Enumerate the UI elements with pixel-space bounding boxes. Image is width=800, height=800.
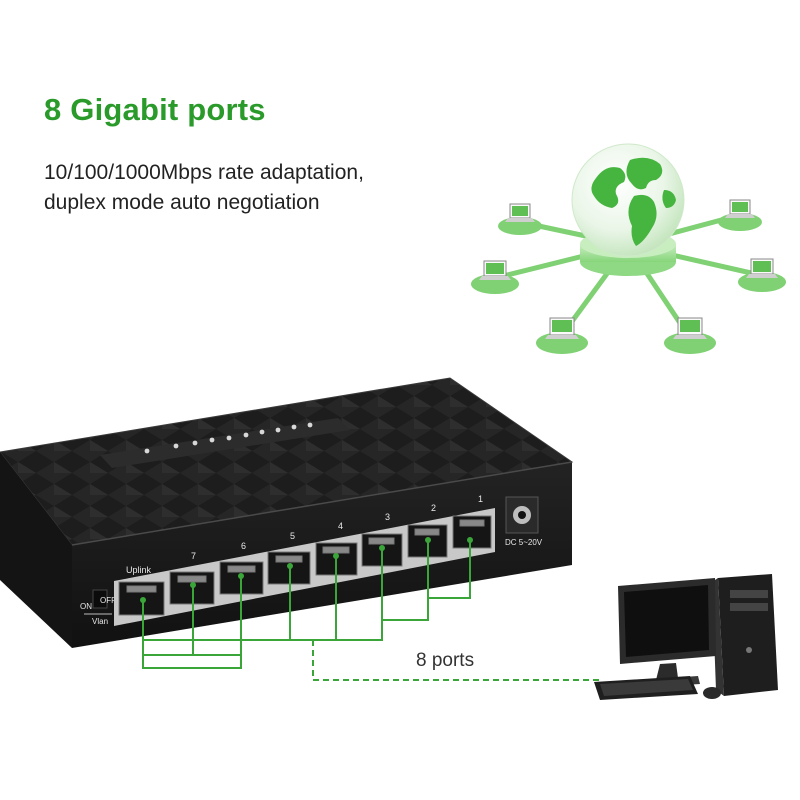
laptop-icon bbox=[471, 260, 519, 294]
laptop-icon bbox=[718, 199, 762, 231]
laptop-icon bbox=[738, 258, 786, 292]
description-line-1: 10/100/1000Mbps rate adaptation, bbox=[44, 161, 364, 184]
vlan-label: Vlan bbox=[92, 617, 108, 626]
port-label-1: 1 bbox=[478, 494, 483, 504]
dc-power-jack: DC 5~20V bbox=[505, 496, 543, 547]
description-line-2: duplex mode auto negotiation bbox=[44, 191, 320, 214]
ethernet-port-icon bbox=[452, 515, 492, 549]
network-switch: ON OFF Vlan DC 5~20V 1 2 3 4 5 6 7 Uplin… bbox=[0, 377, 574, 648]
laptop-icon bbox=[536, 317, 588, 354]
led-indicators bbox=[144, 422, 313, 454]
vlan-off-label: OFF bbox=[100, 596, 116, 605]
vlan-on-label: ON bbox=[80, 602, 92, 611]
laptop-icon bbox=[498, 203, 542, 235]
globe-icon bbox=[571, 143, 685, 257]
feature-description: 10/100/1000Mbps rate adaptation, duplex … bbox=[44, 158, 364, 218]
power-label: DC 5~20V bbox=[505, 538, 543, 547]
port-label-6: 6 bbox=[241, 541, 246, 551]
port-label-3: 3 bbox=[385, 512, 390, 522]
mouse-icon bbox=[703, 687, 721, 699]
port-connection-lines bbox=[140, 537, 600, 681]
port-label-5: 5 bbox=[290, 531, 295, 541]
port-label-4: 4 bbox=[338, 521, 343, 531]
desktop-computer-icon bbox=[618, 574, 778, 696]
vlan-toggle[interactable] bbox=[92, 589, 108, 609]
headline: 8 Gigabit ports bbox=[44, 92, 266, 127]
ports-caption: 8 ports bbox=[416, 650, 474, 671]
keyboard-icon bbox=[594, 676, 698, 700]
port-label-uplink: Uplink bbox=[126, 565, 152, 575]
port-label-7: 7 bbox=[191, 551, 196, 561]
port-label-2: 2 bbox=[431, 503, 436, 513]
laptop-icon bbox=[664, 317, 716, 354]
